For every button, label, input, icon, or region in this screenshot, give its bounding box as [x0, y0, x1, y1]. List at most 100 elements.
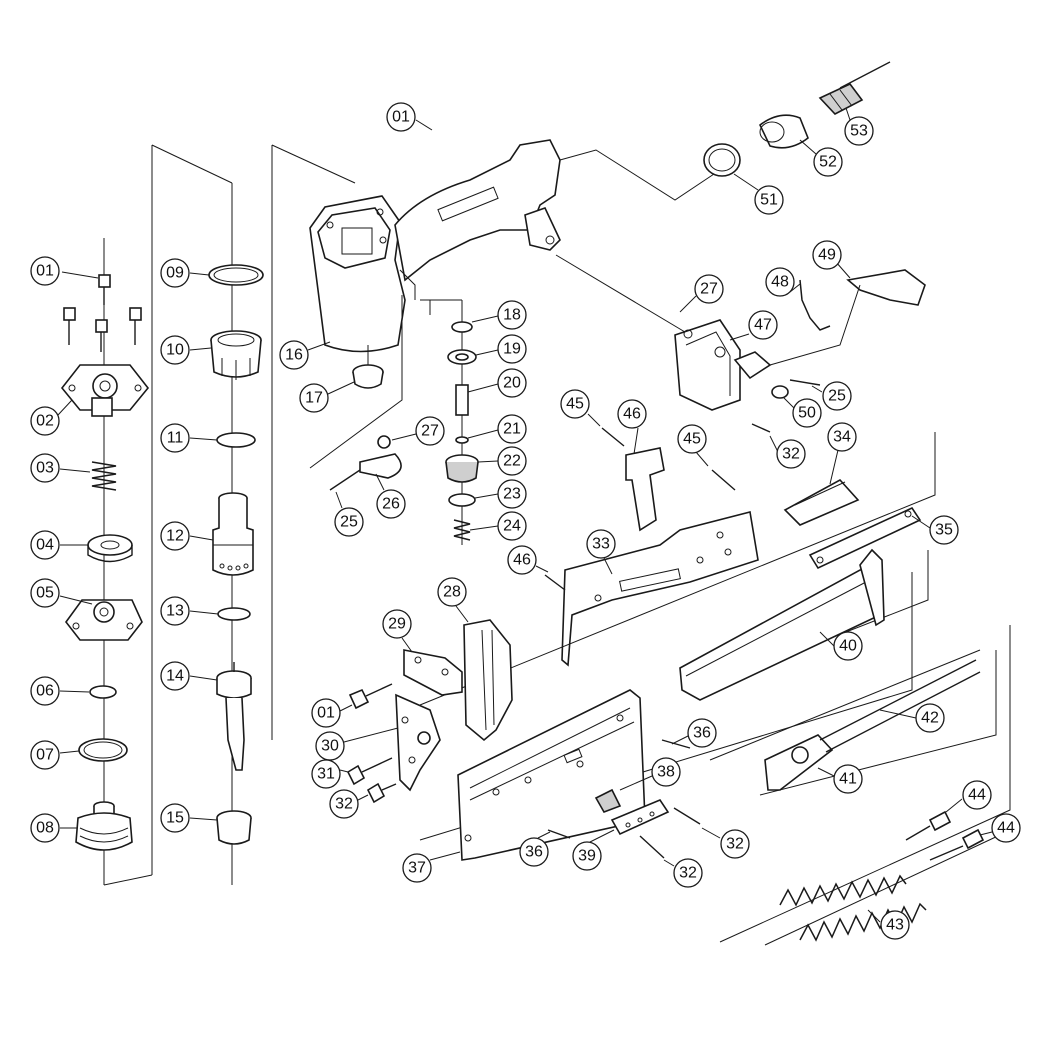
svg-text:46: 46 [623, 406, 641, 423]
callout-26: 26 [375, 473, 406, 519]
svg-text:42: 42 [921, 710, 939, 727]
callout-25-right: 25 [811, 381, 852, 411]
callout-20: 20 [467, 368, 527, 398]
svg-text:29: 29 [388, 616, 406, 633]
callout-27-safety: 27 [679, 274, 724, 313]
callout-03: 03 [30, 453, 91, 483]
svg-text:03: 03 [36, 460, 54, 477]
callout-35: 35 [911, 515, 959, 545]
callout-16: 16 [279, 340, 331, 370]
callouts: 01 01 01 02 03 04 05 06 07 08 09 10 11 1… [30, 102, 1021, 940]
svg-text:38: 38 [657, 764, 675, 781]
cap-oring-large [78, 738, 128, 762]
svg-text:44: 44 [997, 820, 1015, 837]
svg-text:15: 15 [166, 810, 184, 827]
callout-30: 30 [315, 727, 399, 761]
callout-23: 23 [474, 479, 527, 509]
callout-13: 13 [160, 596, 219, 626]
cylinder-oring-low [217, 607, 251, 621]
callout-01-top-left: 01 [30, 256, 99, 286]
svg-text:26: 26 [382, 496, 400, 513]
cylinder-oring-mid [216, 432, 256, 448]
callout-45-right: 45 [677, 424, 709, 467]
cylinder-oring-top [208, 264, 264, 286]
cap-spring [91, 461, 117, 491]
callout-46-screw: 46 [507, 545, 549, 575]
cylinder [212, 492, 254, 576]
svg-text:44: 44 [968, 787, 986, 804]
svg-text:41: 41 [839, 771, 857, 788]
svg-text:14: 14 [166, 668, 184, 685]
svg-text:06: 06 [36, 683, 54, 700]
tool-body [271, 139, 561, 740]
svg-text:47: 47 [754, 317, 772, 334]
svg-text:31: 31 [317, 766, 335, 783]
callout-47: 47 [729, 310, 778, 341]
callout-07: 07 [30, 740, 80, 770]
callout-32-safety: 32 [769, 435, 806, 469]
callout-45-left: 45 [560, 389, 601, 427]
svg-text:23: 23 [503, 486, 521, 503]
valve-washer-18 [451, 321, 473, 333]
svg-text:37: 37 [408, 860, 426, 877]
air-fitting [559, 61, 891, 201]
callout-36-bottom: 36 [519, 831, 551, 867]
piston-stop [75, 801, 133, 851]
svg-text:32: 32 [679, 865, 697, 882]
callout-21: 21 [467, 414, 527, 444]
svg-text:30: 30 [321, 738, 339, 755]
trigger-valve-body [445, 454, 479, 483]
svg-text:32: 32 [726, 836, 744, 853]
magazine-channel [679, 548, 885, 701]
callout-29: 29 [382, 609, 413, 653]
trigger-lever [329, 435, 402, 491]
callout-10: 10 [160, 335, 212, 365]
svg-text:40: 40 [839, 638, 857, 655]
svg-text:08: 08 [36, 820, 54, 837]
callout-15: 15 [160, 803, 218, 833]
svg-text:27: 27 [700, 281, 718, 298]
svg-text:32: 32 [782, 446, 800, 463]
callout-48: 48 [765, 267, 801, 297]
callout-02: 02 [30, 399, 73, 436]
svg-text:36: 36 [525, 844, 543, 861]
svg-text:07: 07 [36, 747, 54, 764]
svg-text:28: 28 [443, 584, 461, 601]
callout-44-upper: 44 [945, 780, 992, 813]
trigger-valve-stack [445, 300, 479, 545]
safety-linkage [555, 254, 926, 433]
svg-text:10: 10 [166, 342, 184, 359]
svg-text:34: 34 [833, 429, 851, 446]
callout-32-plate-right: 32 [701, 827, 750, 859]
callout-05: 05 [30, 578, 93, 608]
cap-screws [63, 274, 142, 352]
valve-stem-20 [455, 384, 469, 416]
svg-text:36: 36 [693, 725, 711, 742]
svg-text:27: 27 [421, 423, 439, 440]
svg-text:16: 16 [285, 347, 303, 364]
callout-41: 41 [817, 764, 863, 794]
callout-37: 37 [402, 851, 461, 883]
callout-33: 33 [586, 529, 616, 575]
front-plate [457, 689, 701, 861]
callout-42: 42 [879, 703, 945, 733]
svg-text:51: 51 [760, 192, 778, 209]
callout-01-nose: 01 [311, 698, 353, 728]
callout-53: 53 [844, 107, 874, 146]
callout-19: 19 [475, 334, 527, 364]
nose-assembly [346, 619, 513, 804]
callout-39: 39 [572, 829, 615, 871]
callout-43: 43 [867, 909, 910, 940]
pusher-assembly [764, 659, 981, 791]
callout-31: 31 [311, 759, 349, 789]
cap-oring-small [89, 685, 117, 699]
callout-49: 49 [812, 240, 851, 279]
callout-52: 52 [799, 139, 843, 177]
callout-24: 24 [469, 511, 527, 541]
svg-text:09: 09 [166, 265, 184, 282]
svg-text:52: 52 [819, 154, 837, 171]
svg-text:04: 04 [36, 537, 54, 554]
callout-34: 34 [827, 422, 857, 485]
callout-27-trigger: 27 [391, 416, 445, 446]
